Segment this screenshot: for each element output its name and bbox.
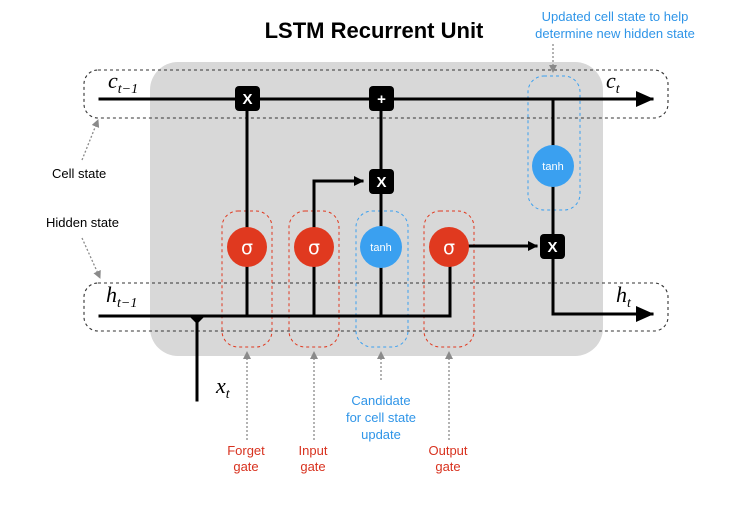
hidden-output-line [551,256,654,322]
input-xt-label: xt [215,373,231,402]
svg-text:X: X [242,91,252,108]
forget-gate-label-line2: gate [233,459,258,474]
candidate-tanh: tanh [360,226,402,268]
input-gate-line [312,176,364,318]
hidden-state-output-label: ht [616,282,632,311]
input-gate-sigmoid: σ [294,227,334,267]
bus-junction [189,316,205,324]
hidden-state-pointer [81,237,101,279]
cell-state-input-label: ct−1 [108,68,138,97]
svg-text:+: + [377,91,386,108]
hidden-state-side-label: Hidden state [46,215,119,230]
candidate-label-line2: for cell state [346,410,416,425]
input-gate-label-line1: Input [299,443,328,458]
candidate-label-line3: update [361,427,401,442]
svg-text:tanh: tanh [370,242,391,254]
candidate-label-line1: Candidate [351,393,410,408]
output-gate-label-line1: Output [428,443,467,458]
cell-tanh-annotation-line1: Updated cell state to help [542,9,689,24]
svg-text:X: X [376,174,386,191]
cell-output-tanh: tanh [532,145,574,187]
output-multiply-operator: X [540,234,565,259]
cell-tanh-annotation-line2: determine new hidden state [535,26,695,41]
output-gate-outline [423,210,475,348]
svg-text:tanh: tanh [542,161,563,173]
output-gate-sigmoid: σ [429,227,469,267]
candidate-outline [355,210,409,348]
diagram-title: LSTM Recurrent Unit [265,18,484,43]
cell-add-operator: + [369,86,394,111]
forget-gate-label-line1: Forget [227,443,265,458]
cell-state-side-label: Cell state [52,166,106,181]
cell-state-pointer [81,119,100,161]
output-gate-label-line2: gate [435,459,460,474]
forget-gate-sigmoid: σ [227,227,267,267]
svg-text:X: X [547,239,557,256]
input-gate-label-line2: gate [300,459,325,474]
hidden-state-input-label: ht−1 [106,282,137,311]
input-multiply-operator: X [369,169,394,194]
svg-text:σ: σ [443,237,455,259]
hidden-state-lane [83,282,669,332]
cell-state-lane [83,69,669,119]
svg-text:σ: σ [308,237,320,259]
svg-text:σ: σ [241,237,253,259]
cell-state-output-label: ct [606,68,621,97]
forget-multiply-operator: X [235,86,260,111]
